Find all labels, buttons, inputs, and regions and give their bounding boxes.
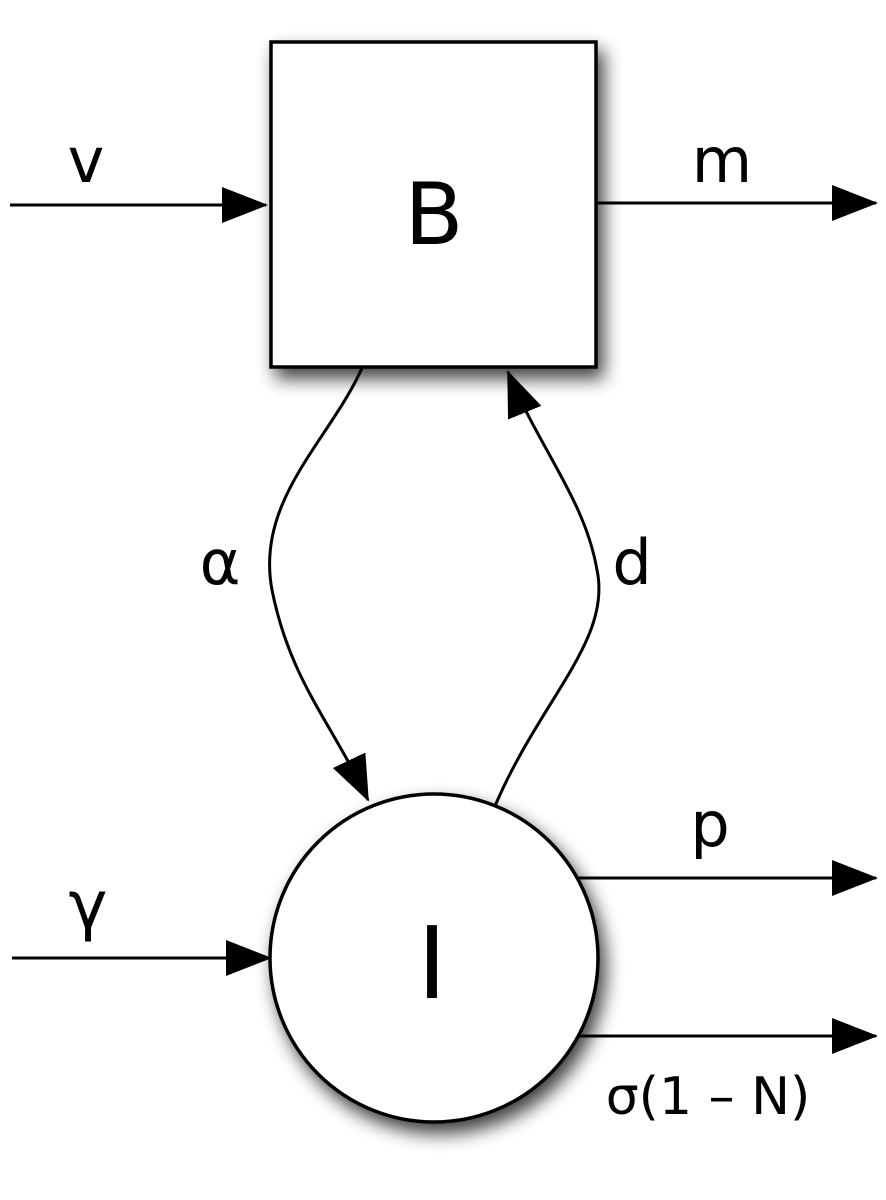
box-node-label: B	[405, 165, 464, 265]
box-to-circle-arrow	[268, 367, 370, 802]
box-output-label: m	[692, 124, 752, 197]
box-node	[269, 40, 598, 369]
circle-node	[268, 792, 600, 1124]
circle-output-top-label: p	[690, 788, 729, 861]
circle-to-box-label: d	[612, 526, 651, 599]
circle-to-box-arrow	[493, 370, 601, 807]
box-input-label: v	[68, 124, 105, 197]
circle-node-label: I	[417, 905, 447, 1022]
box-to-circle-label: α	[200, 526, 241, 599]
circle-input-label: γ	[68, 867, 107, 944]
circle-output-bottom-label: σ(1 – N)	[606, 1067, 811, 1127]
